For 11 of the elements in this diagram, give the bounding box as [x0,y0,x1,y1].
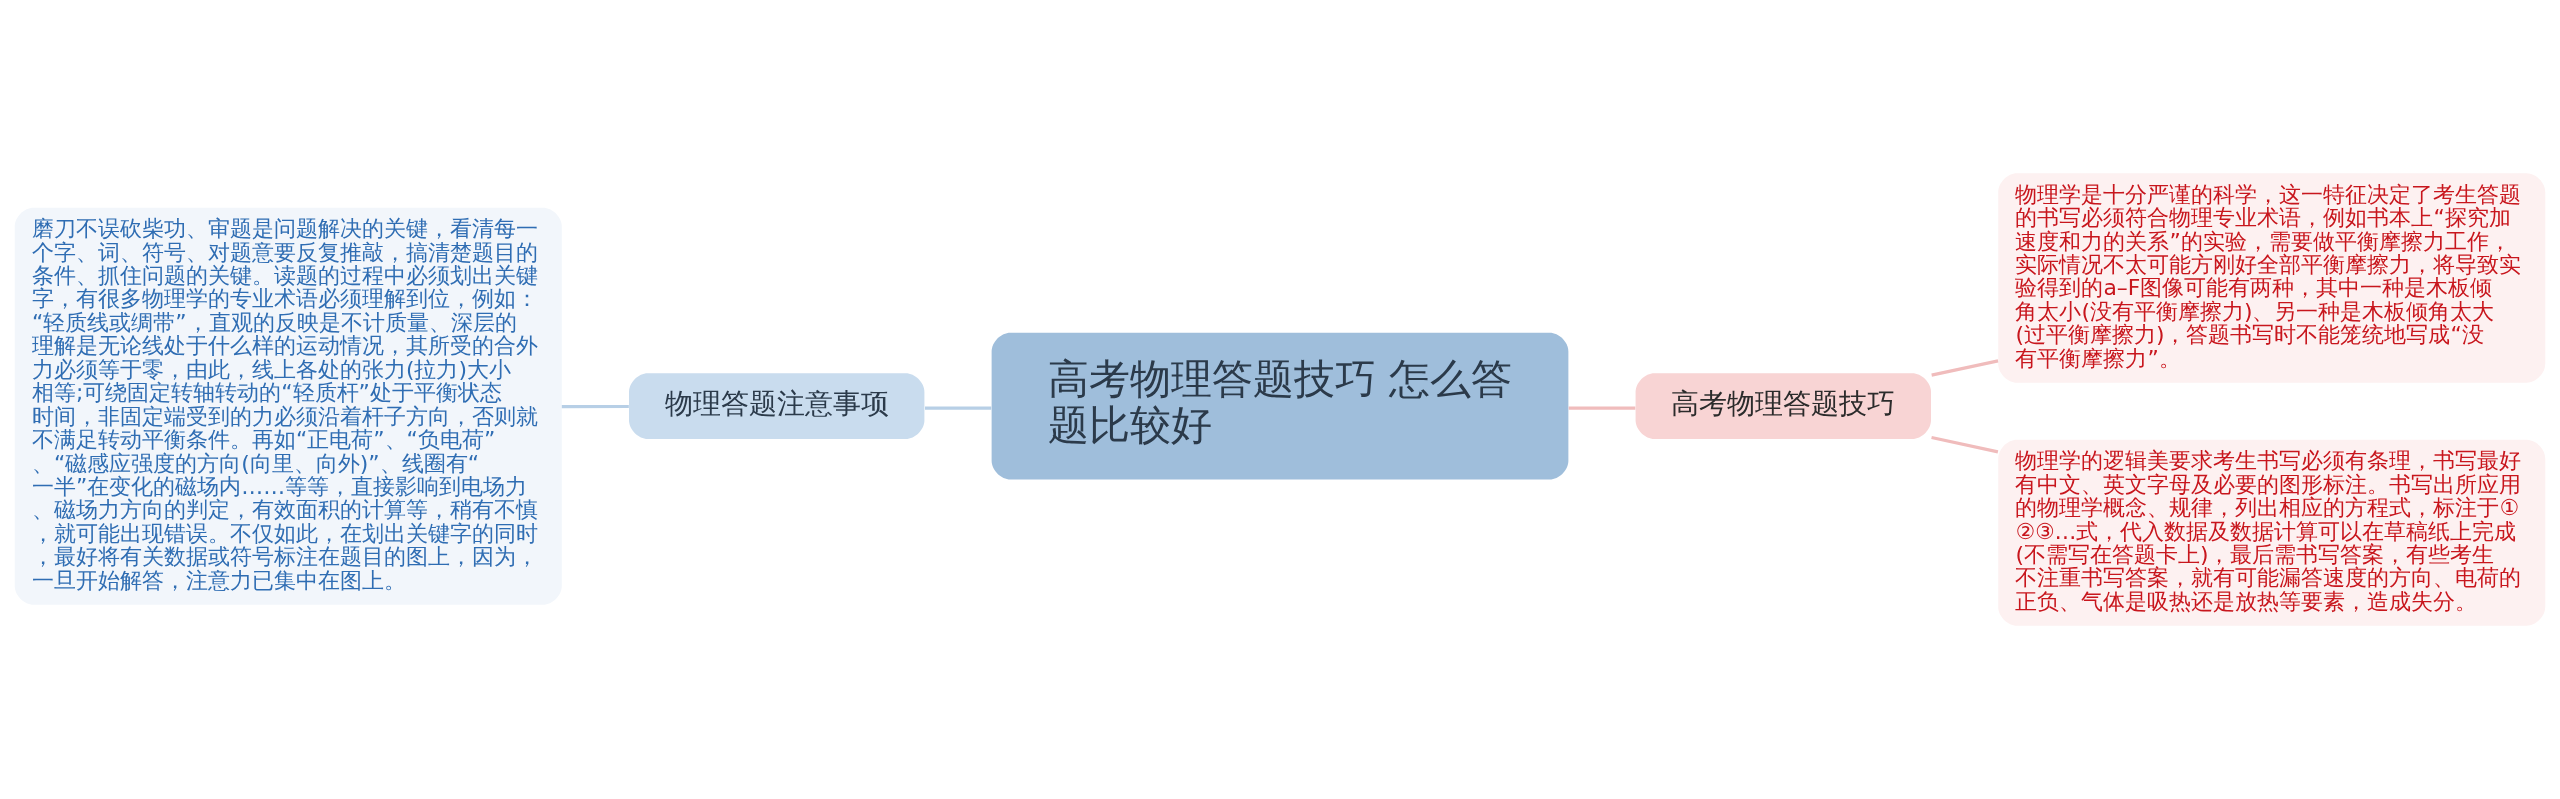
connector [1568,406,1636,410]
node-box: 物理学的逻辑美要求考生书写必须有条理，书写最好有中文、英文字母及必要的图形标注。书写出所应用的物理学概念、规律，列出相应的方程式，标注于①②③…式，代入数据及数据计算可以在草稿纸上完成(不需写在答题卡上)，最后需书写答案，有些考生不注重书写答案，就有可能漏答速度的方向、电荷的正负、气体是吸热还是放热等要素，造成失分。 [1998,439,2546,626]
connector [925,406,992,410]
node-box: 磨刀不误砍柴功、审题是问题解决的关键，看清每一个字、词、符号、对题意要反复推敲，搞清楚题目的条件、抓住问题的关键。读题的过程中必须划出关键字，有很多物理学的专业术语必须理解到位，例如：“轻质线或绸带”，直观的反映是不计质量、深层的理解是无论线处于什么样的运动情况，其所受的合外力必须等于零，由此，线上各处的张力(拉力)大小相等;可绕固定转轴转动的“轻质杆”处于平衡状态时间，非固定端受到的力必须沿着杆子方向，否则就不满足转动平衡条件。再如“正电荷”、“负电荷”、“磁感应强度的方向(向里、向外)”、线圈有“一半”在变化的磁场内……等等，直接影响到电场力、磁场力方向的判定，有效面积的计算等，稍有不慎，就可能出现错误。不仅如此，在划出关键字的同时，最好将有关数据或符号标注在题目的图上，因为，一旦开始解答，注意力已集中在图上。 [14,207,562,605]
connector [1931,359,1999,377]
node-box: 物理学是十分严谨的科学，这一特征决定了考生答题的书写必须符合物理专业术语，例如书本上“探究加速度和力的关系”的实验，需要做平衡摩擦力工作，实际情况不太可能方刚好全部平衡摩擦力，将导致实验得到的a–F图像可能有两种，其中一种是木板倾角太小(没有平衡摩擦力)、另一种是木板倾角太大(过平衡摩擦力)，答题书写时不能笼统地写成“没有平衡摩擦力”。 [1998,173,2546,383]
node-box: 物理答题注意事项 [629,373,925,439]
connector [561,404,629,409]
connector [1931,436,1999,454]
node-box: 高考物理答题技巧 怎么答题比较好 [991,332,1569,480]
node-box: 高考物理答题技巧 [1635,373,1931,439]
